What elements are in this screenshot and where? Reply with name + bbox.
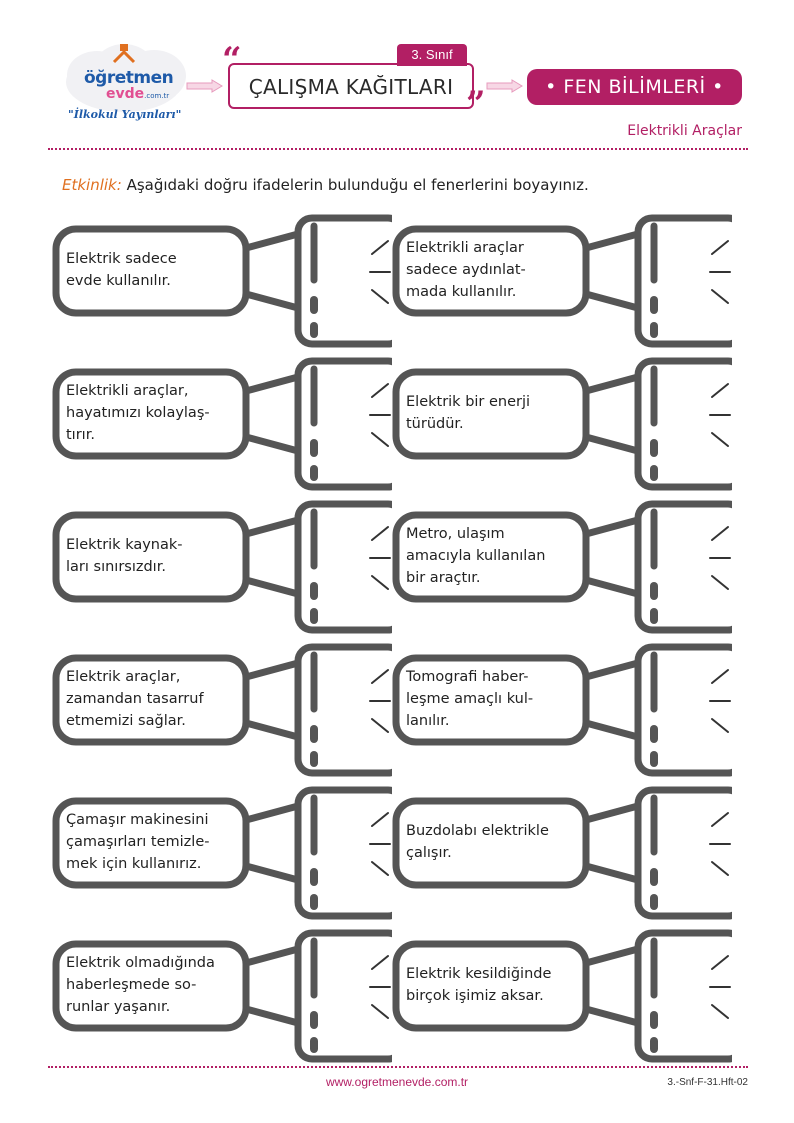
light-rays-icon [369, 669, 391, 733]
flashlight-statement: Elektrik araçlar, zamandan tasarruf etme… [66, 669, 204, 729]
worksheet-title: ÇALIŞMA KAĞITLARI [248, 75, 454, 99]
flashlight-icon [52, 786, 392, 920]
logo-cloud-icon [66, 44, 186, 112]
house-roof-icon [112, 49, 136, 64]
flashlight-card[interactable]: Elektrikli araçlar sadece aydınlat- mada… [392, 214, 732, 354]
flashlight-statement: Elektrikli araçlar sadece aydınlat- mada… [406, 240, 526, 300]
flashlight-card[interactable]: Tomografi haber- leşme amaçlı kul- lanıl… [392, 643, 732, 783]
flashlight-card[interactable]: Elektrik araçlar, zamandan tasarruf etme… [52, 643, 392, 783]
flashlight-card[interactable]: Çamaşır makinesini çamaşırları temizle- … [52, 786, 392, 926]
flashlight-statement: Elektrikli araçlar, hayatımızı kolaylaş-… [66, 383, 210, 443]
topic-title: Elektrikli Araçlar [627, 123, 742, 139]
logo-text-main: öğretmen [84, 68, 174, 88]
flashlight-icon [392, 786, 732, 920]
close-quote-icon: ” [466, 84, 486, 124]
flashlight-icon [392, 500, 732, 634]
flashlight-statement: Buzdolabı elektrikle çalışır. [406, 823, 549, 861]
subject-badge: • FEN BİLİMLERİ • [527, 69, 742, 105]
flashlight-icon [392, 357, 732, 491]
flashlight-icon [52, 643, 392, 777]
light-rays-icon [369, 955, 391, 1019]
flashlight-icon [52, 500, 392, 634]
flashlight-statement: Elektrik kaynak- ları sınırsızdır. [66, 537, 183, 575]
flashlight-card[interactable]: Elektrik kaynak- ları sınırsızdır. [52, 500, 392, 640]
light-rays-icon [709, 526, 731, 590]
flashlight-card[interactable]: Elektrik bir enerji türüdür. [392, 357, 732, 497]
flashlight-statement: Elektrik sadece evde kullanılır. [66, 251, 177, 289]
open-quote-icon: “ [222, 40, 242, 80]
footer-code: 3.-Snf-F-31.Hft-02 [667, 1077, 748, 1088]
flashlight-statement: Çamaşır makinesini çamaşırları temizle- … [66, 812, 210, 872]
flashlight-icon [52, 357, 392, 491]
flashlight-statement: Elektrik kesildiğinde birçok işimiz aksa… [406, 966, 552, 1004]
footer-url[interactable]: www.ogretmenevde.com.tr [325, 1075, 469, 1089]
grade-tag: 3. Sınıf [397, 44, 467, 66]
light-rays-icon [369, 383, 391, 447]
flashlight-statement: Metro, ulaşım amacıyla kullanılan bir ar… [406, 526, 546, 586]
flashlight-icon [52, 929, 392, 1063]
light-rays-icon [709, 955, 731, 1019]
flashlight-card[interactable]: Elektrikli araçlar, hayatımızı kolaylaş-… [52, 357, 392, 497]
instruction-label: Etkinlik: [62, 176, 122, 194]
flashlight-card[interactable]: Metro, ulaşım amacıyla kullanılan bir ar… [392, 500, 732, 640]
light-rays-icon [709, 240, 731, 304]
flashlight-card[interactable]: Buzdolabı elektrikle çalışır. [392, 786, 732, 926]
light-rays-icon [369, 812, 391, 876]
flashlight-icon [392, 214, 732, 348]
flashlight-card[interactable]: Elektrik olmadığında haberleşmede so- ru… [52, 929, 392, 1069]
arrow-right-icon [186, 79, 223, 93]
flashlight-card[interactable]: Elektrik sadece evde kullanılır. [52, 214, 392, 354]
arrow-right-icon [486, 79, 523, 93]
instruction-text: Aşağıdaki doğru ifadelerin bulunduğu el … [121, 176, 589, 194]
flashlight-icon [52, 214, 392, 348]
flashlight-statement: Tomografi haber- leşme amaçlı kul- lanıl… [406, 669, 534, 729]
brand-logo: öğretmen evde.com.tr "İlkokul Yayınları" [62, 40, 197, 125]
light-rays-icon [709, 812, 731, 876]
light-rays-icon [709, 669, 731, 733]
logo-tagline: "İlkokul Yayınları" [68, 108, 182, 121]
flashlight-icon [392, 643, 732, 777]
light-rays-icon [709, 383, 731, 447]
flashlight-icon [392, 929, 732, 1063]
flashlight-statement: Elektrik bir enerji türüdür. [406, 394, 531, 432]
header-divider [48, 148, 748, 150]
flashlight-card[interactable]: Elektrik kesildiğinde birçok işimiz aksa… [392, 929, 732, 1069]
light-rays-icon [369, 526, 391, 590]
logo-text-second: evde.com.tr [106, 86, 170, 102]
worksheet-title-box: ÇALIŞMA KAĞITLARI [228, 63, 474, 109]
light-rays-icon [369, 240, 391, 304]
flashlight-statement: Elektrik olmadığında haberleşmede so- ru… [66, 955, 215, 1015]
footer-divider [48, 1066, 748, 1068]
instruction: Etkinlik: Aşağıdaki doğru ifadelerin bul… [62, 176, 589, 194]
